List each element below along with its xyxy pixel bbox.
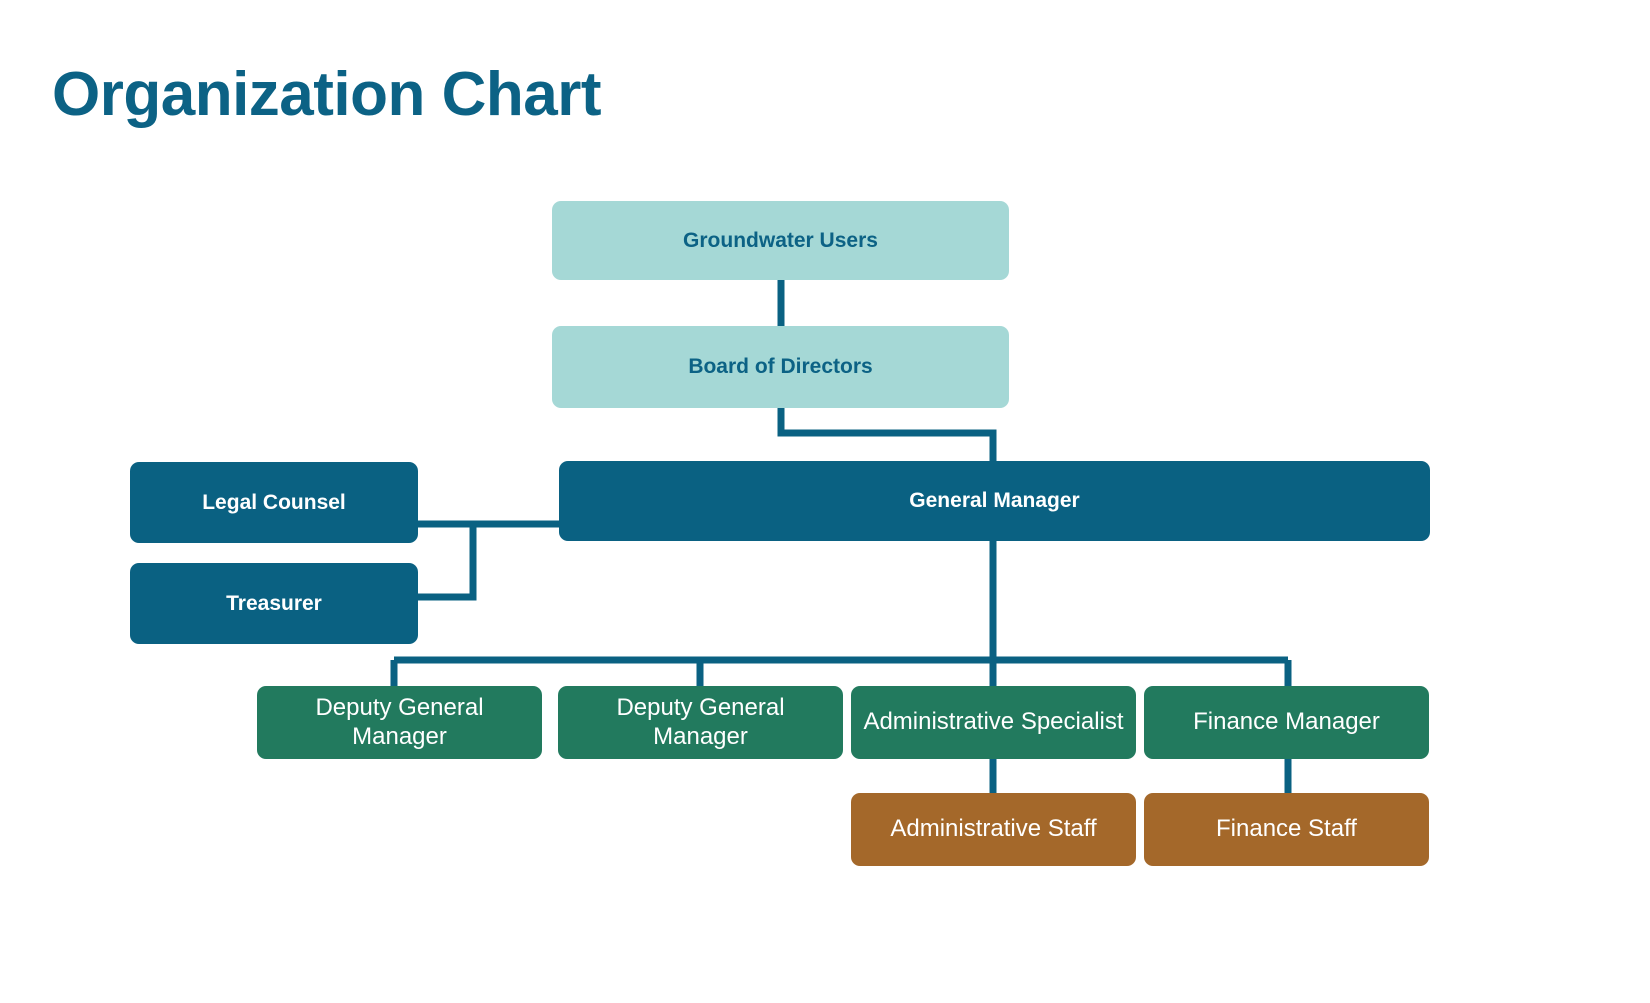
node-label-treasurer: Treasurer: [226, 591, 322, 615]
node-label-finance-manager: Finance Manager: [1193, 708, 1380, 736]
node-legal-counsel[interactable]: Legal Counsel: [130, 462, 418, 543]
node-label-finance-staff: Finance Staff: [1216, 815, 1357, 843]
node-label-groundwater-users: Groundwater Users: [683, 228, 878, 252]
node-finance-staff[interactable]: Finance Staff: [1144, 793, 1429, 866]
node-label-deputy-general-manager-2: Deputy General Manager: [616, 693, 785, 750]
node-label-administrative-staff: Administrative Staff: [890, 815, 1097, 843]
node-deputy-general-manager-1[interactable]: Deputy General Manager: [257, 686, 542, 759]
page-title: Organization Chart: [52, 60, 602, 129]
node-deputy-general-manager-2[interactable]: Deputy General Manager: [558, 686, 843, 759]
node-administrative-specialist[interactable]: Administrative Specialist: [851, 686, 1136, 759]
node-groundwater-users[interactable]: Groundwater Users: [552, 201, 1009, 280]
edge-gm-to-treasurer: [417, 524, 477, 601]
node-label-board-of-directors: Board of Directors: [688, 355, 873, 379]
node-label-legal-counsel: Legal Counsel: [202, 490, 346, 514]
node-label-administrative-specialist: Administrative Specialist: [863, 708, 1124, 736]
node-general-manager[interactable]: General Manager: [559, 461, 1430, 541]
node-treasurer[interactable]: Treasurer: [130, 563, 418, 644]
edge-board-to-gm: [777, 408, 997, 462]
node-finance-manager[interactable]: Finance Manager: [1144, 686, 1429, 759]
node-board-of-directors[interactable]: Board of Directors: [552, 326, 1009, 408]
node-label-general-manager: General Manager: [909, 489, 1080, 513]
node-administrative-staff[interactable]: Administrative Staff: [851, 793, 1136, 866]
node-label-deputy-general-manager-1: Deputy General Manager: [315, 693, 484, 750]
